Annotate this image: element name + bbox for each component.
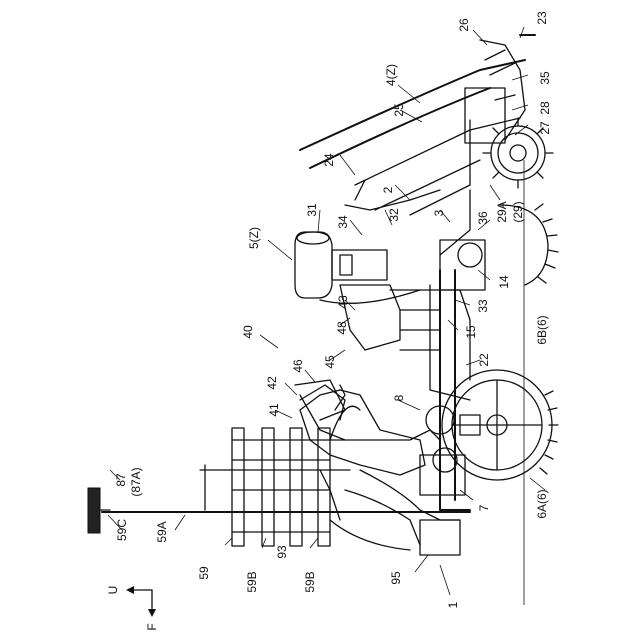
handle-assembly (295, 380, 360, 440)
label-43: 43 (336, 295, 350, 309)
label-34: 34 (336, 215, 350, 229)
label-59b-right: 59B (303, 571, 317, 592)
label-25: 25 (392, 103, 406, 117)
label-2: 2 (381, 186, 395, 193)
label-35: 35 (538, 71, 552, 85)
arrow-front-icon (148, 609, 156, 617)
arrow-up-icon (126, 586, 134, 594)
label-31: 31 (305, 203, 319, 217)
label-42: 42 (265, 376, 279, 390)
label-87: 87 (114, 473, 128, 487)
label-1: 1 (446, 601, 460, 608)
label-3: 3 (432, 209, 446, 216)
label-28: 28 (538, 101, 552, 115)
label-59: 59 (197, 566, 211, 580)
label-46: 46 (291, 359, 305, 373)
label-24: 24 (322, 153, 336, 167)
reference-labels: 26 23 4(Z) 35 25 28 27 24 29A (29) 2 31 … (114, 11, 552, 608)
label-27: 27 (538, 121, 552, 135)
label-f: F (145, 623, 159, 630)
label-26: 26 (457, 18, 471, 32)
label-95: 95 (389, 571, 403, 585)
label-22: 22 (477, 353, 491, 367)
label-45: 45 (323, 355, 337, 369)
label-40: 40 (241, 325, 255, 339)
direction-indicator: U F (106, 586, 159, 631)
label-41: 41 (267, 403, 281, 417)
label-u: U (106, 586, 120, 595)
label-33: 33 (476, 299, 490, 313)
label-59a: 59A (155, 521, 169, 542)
label-59b-left: 59B (245, 571, 259, 592)
label-7: 7 (477, 504, 491, 511)
label-6a: 6A(6) (535, 489, 549, 518)
label-15: 15 (464, 325, 478, 339)
label-6b: 6B(6) (535, 315, 549, 344)
label-4z: 4(Z) (384, 64, 398, 86)
label-48: 48 (335, 321, 349, 335)
label-23: 23 (535, 11, 549, 25)
label-5z: 5(Z) (247, 227, 261, 249)
label-14: 14 (497, 275, 511, 289)
label-93: 93 (275, 545, 289, 559)
label-29: (29) (511, 201, 525, 222)
label-32: 32 (387, 208, 401, 222)
label-29a: 29A (495, 201, 509, 222)
label-36: 36 (476, 211, 490, 225)
label-59c: 59C (115, 519, 129, 541)
label-8: 8 (392, 394, 406, 401)
label-87a: (87A) (129, 467, 143, 496)
